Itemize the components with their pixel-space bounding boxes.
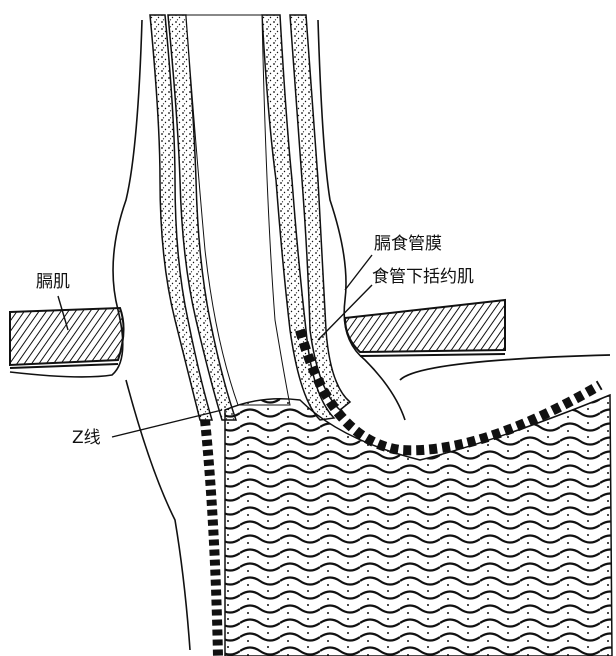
gastric-wall [400,355,610,380]
leader-phrenoesophageal-membrane [345,255,372,290]
label-diaphragm: 膈肌 [36,274,70,291]
esophageal-wall-right [262,15,600,450]
gastric-mucosa-folds [225,395,612,656]
label-z-line: Z线 [72,430,101,447]
label-lower-esophageal-sphincter: 食管下括约肌 [372,269,474,286]
label-phrenoesophageal-membrane: 膈食管膜 [374,236,442,253]
